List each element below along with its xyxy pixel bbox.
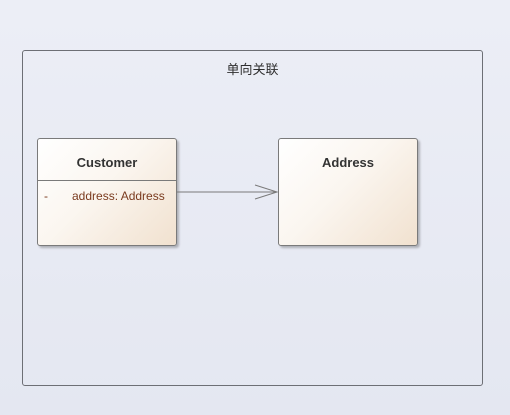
class-name-address: Address bbox=[321, 155, 375, 170]
attribute-text: address: Address bbox=[72, 189, 165, 203]
attribute-row[interactable]: - address: Address bbox=[38, 189, 176, 205]
class-divider bbox=[38, 180, 176, 181]
class-name-customer: Customer bbox=[76, 155, 138, 170]
diagram-title: 单向关联 bbox=[226, 63, 279, 78]
attribute-visibility: - bbox=[44, 189, 48, 203]
class-customer[interactable]: Customer - address: Address bbox=[37, 138, 177, 246]
diagram-frame[interactable]: 单向关联 bbox=[22, 50, 483, 386]
class-address[interactable]: Address bbox=[278, 138, 418, 246]
